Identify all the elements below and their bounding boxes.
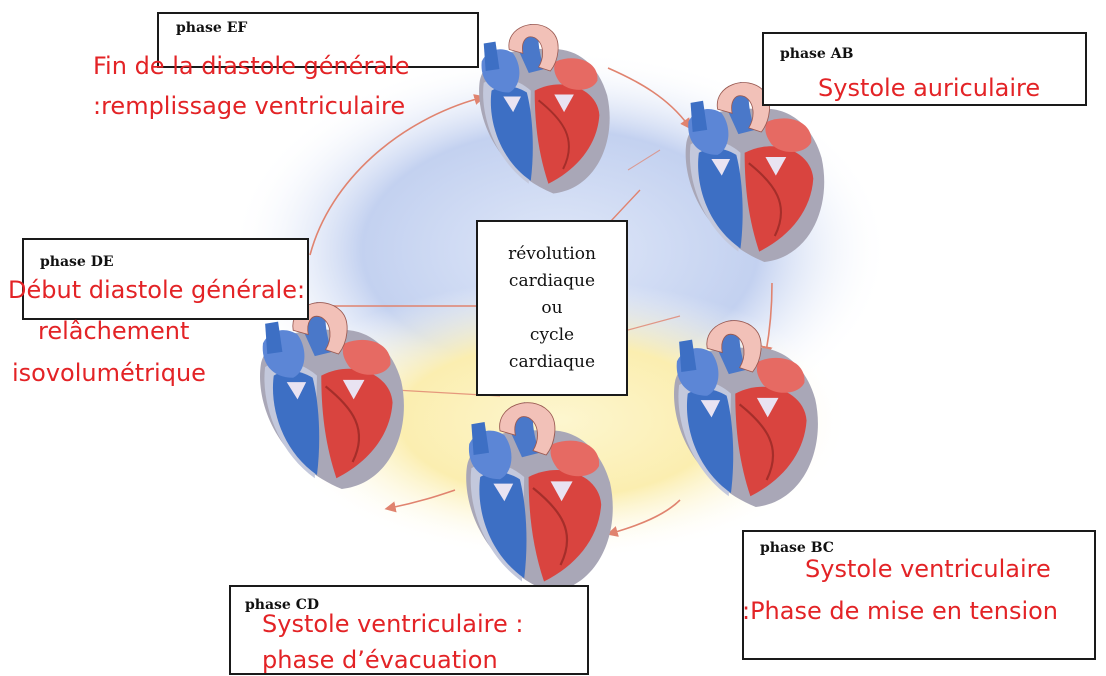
phase-ab-label: phase AB [780,46,853,62]
phase-bc-description-1: Systole ventriculaire [805,553,1051,585]
center-line: ou [541,295,562,322]
phase-de-description-3: isovolumétrique [12,357,206,389]
phase-ef-description-1: Fin de la diastole générale [93,50,409,82]
phase-cd-description-2: phase d’évacuation [262,644,498,676]
phase-de-description-2: relâchement [38,315,189,347]
center-line: cardiaque [509,268,595,295]
center-line: cycle [530,322,574,349]
center-line: révolution [508,241,596,268]
phase-de-description-1: Début diastole générale: [8,274,305,306]
phase-ef-description-2: :remplissage ventriculaire [93,90,405,122]
phase-cd-description-1: Systole ventriculaire : [262,608,524,640]
phase-ef-label: phase EF [176,20,247,36]
phase-ab-description: Systole auriculaire [818,72,1040,104]
center-label-box: révolution cardiaque ou cycle cardiaque [476,220,628,396]
phase-de-label: phase DE [40,254,114,270]
center-line: cardiaque [509,349,595,376]
phase-bc-description-2: :Phase de mise en tension [742,595,1058,627]
